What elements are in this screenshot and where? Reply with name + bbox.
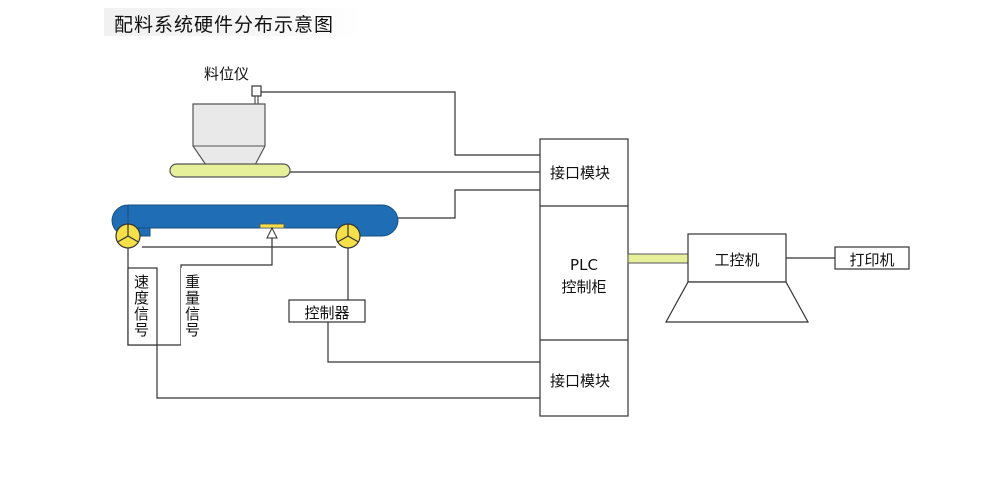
diagram-title: 配料系统硬件分布示意图 bbox=[114, 14, 335, 36]
wire-belt bbox=[398, 189, 540, 219]
weight-signal-label: 重量信号 bbox=[183, 274, 201, 338]
controller-label: 控制器 bbox=[304, 304, 350, 322]
controller-box bbox=[288, 299, 366, 323]
speed-signal-box bbox=[127, 267, 158, 346]
industrial-pc-label: 工控机 bbox=[714, 251, 760, 269]
wire-controller bbox=[327, 322, 540, 363]
level-meter-label: 料位仪 bbox=[204, 65, 250, 83]
printer-box bbox=[834, 246, 910, 270]
level-meter-sensor bbox=[251, 85, 262, 97]
level-meter-stem bbox=[254, 95, 259, 105]
title-background bbox=[104, 8, 360, 36]
speed-signal-label: 速度信号 bbox=[132, 274, 150, 338]
hopper bbox=[192, 85, 266, 166]
weight-sensor-arrow bbox=[266, 226, 278, 239]
interface-module-top-label: 接口模块 bbox=[550, 164, 611, 182]
wire-level-meter bbox=[258, 91, 540, 156]
plc-label: PLC bbox=[570, 256, 598, 274]
plc-cabinet-label: 控制柜 bbox=[561, 278, 607, 296]
hopper-body bbox=[192, 103, 266, 166]
feeder-bar bbox=[169, 163, 291, 178]
roller-right bbox=[335, 223, 361, 249]
plc-cabinet bbox=[539, 138, 629, 417]
interface-module-bottom-label: 接口模块 bbox=[550, 372, 611, 390]
industrial-pc bbox=[664, 233, 810, 323]
wire-speed-signal bbox=[156, 345, 540, 399]
plc-ipc-link bbox=[627, 253, 689, 264]
weight-signal-box bbox=[181, 268, 205, 345]
roller-left bbox=[115, 223, 141, 249]
printer-label: 打印机 bbox=[849, 251, 895, 269]
